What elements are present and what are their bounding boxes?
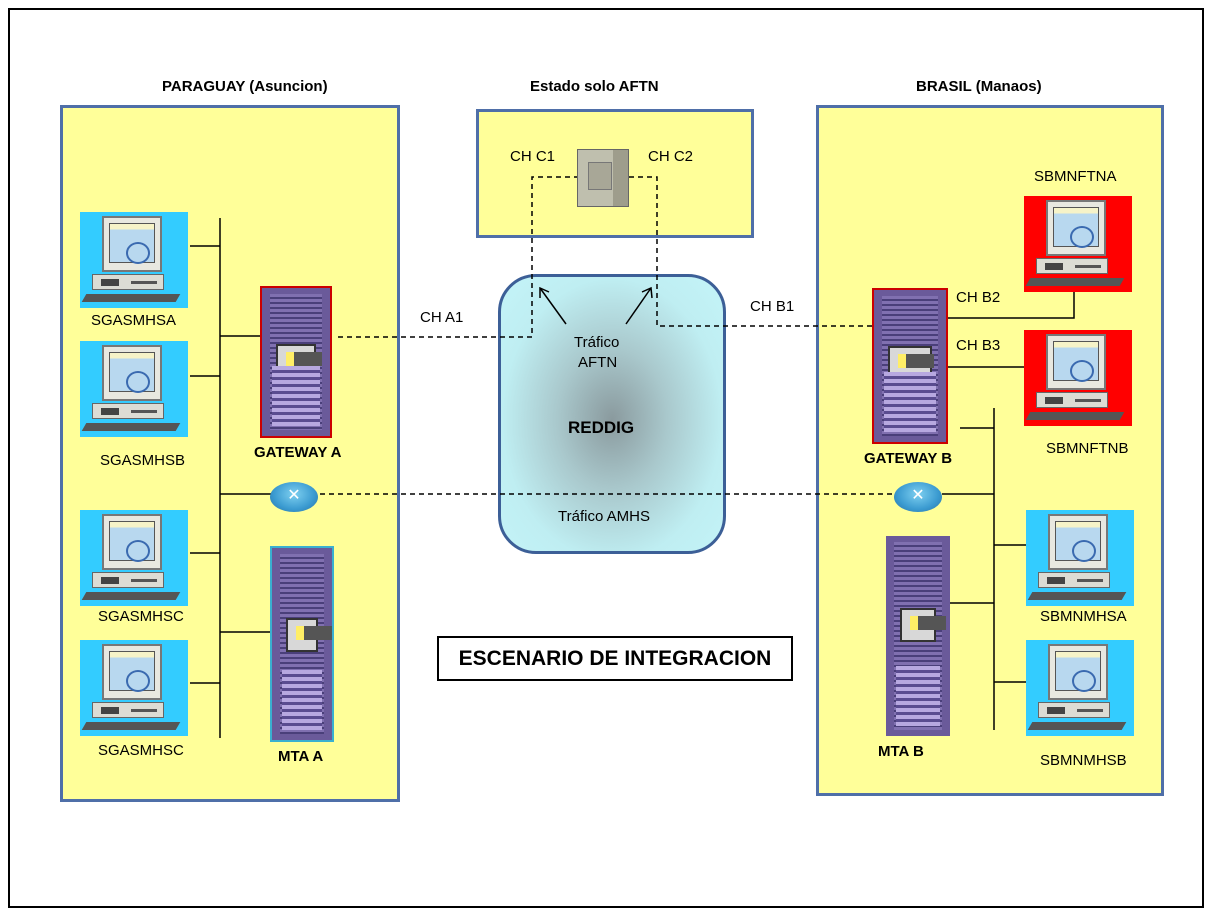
gateway-a-rack — [260, 286, 332, 438]
sbmnftnb-workstation — [1024, 330, 1132, 426]
gateway-b-rack — [872, 288, 948, 444]
mta-a-label: MTA A — [278, 748, 324, 765]
paraguay-region-title: PARAGUAY (Asuncion) — [162, 78, 328, 95]
gateway-a-label: GATEWAY A — [254, 444, 342, 461]
aftn-traffic-label-1: Tráfico — [574, 334, 620, 351]
sbmnftna-workstation — [1024, 196, 1132, 292]
mta-b-rack — [886, 536, 950, 736]
scenario-title: ESCENARIO DE INTEGRACION — [437, 636, 793, 681]
reddig-label: REDDIG — [568, 418, 635, 437]
sbmnmhsa-workstation — [1026, 510, 1134, 606]
sgasmhsa-workstation — [80, 212, 188, 308]
ch-b3-label: CH B3 — [956, 337, 1001, 354]
mta-b-label: MTA B — [878, 743, 924, 760]
ch-a1-c1-path — [338, 176, 577, 338]
sgasmhsc-label: SGASMHSC — [98, 608, 184, 625]
sbmnmhsa-label: SBMNMHSA — [1040, 608, 1127, 625]
aftn-state-title: Estado solo AFTN — [530, 78, 659, 95]
sgasmhsc-workstation — [80, 510, 188, 606]
sgasmhsa-label: SGASMHSA — [91, 312, 177, 329]
aftn-arrow-left — [539, 287, 567, 325]
sbmnmhsb-label: SBMNMHSB — [1040, 752, 1127, 769]
router-b-icon — [894, 482, 942, 512]
reddig-network-cloud — [498, 274, 726, 554]
ch-b1-label: CH B1 — [750, 298, 795, 315]
sbmnftna-label: SBMNFTNA — [1034, 168, 1117, 185]
sgasmhsb-workstation — [80, 341, 188, 437]
mta-a-rack — [270, 546, 334, 742]
amhs-traffic-label: Tráfico AMHS — [558, 508, 650, 525]
sgasmhsb-label: SGASMHSB — [100, 452, 186, 469]
sgasmhsc2-workstation — [80, 640, 188, 736]
sbmnmhsb-workstation — [1026, 640, 1134, 736]
ch-b2-line — [938, 290, 1075, 319]
aftn-traffic-label-2: AFTN — [578, 354, 618, 371]
gateway-b-label: GATEWAY B — [864, 450, 953, 467]
aftn-arrow-right — [625, 287, 652, 325]
ch-c2-label: CH C2 — [648, 148, 694, 165]
brasil-region-title: BRASIL (Manaos) — [916, 78, 1042, 95]
aftn-server-icon — [577, 149, 629, 207]
ch-c2-b1-path — [629, 176, 876, 327]
sgasmhsc2-label: SGASMHSC — [98, 742, 184, 759]
ch-b2-label: CH B2 — [956, 289, 1001, 306]
ch-a1-label: CH A1 — [420, 309, 464, 326]
ch-c1-label: CH C1 — [510, 148, 556, 165]
sbmnftnb-label: SBMNFTNB — [1046, 440, 1129, 457]
router-a-icon — [270, 482, 318, 512]
